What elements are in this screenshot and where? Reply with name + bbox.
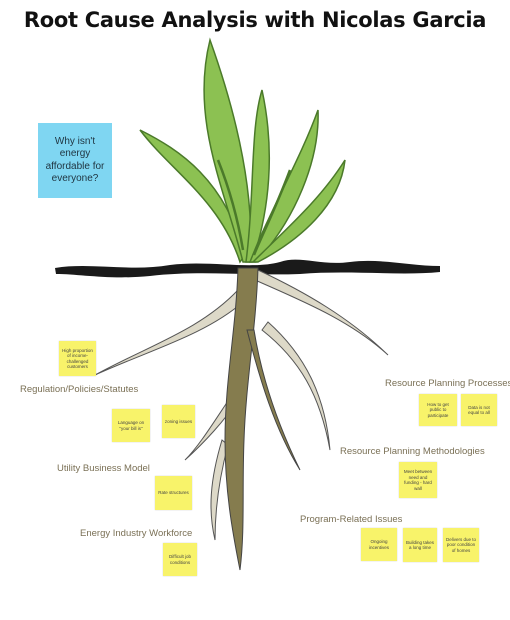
- sticky-note[interactable]: Building takes a long time: [403, 528, 437, 562]
- main-root: [225, 268, 300, 570]
- category-resource-processes: Resource Planning Processes: [385, 378, 510, 389]
- sticky-note[interactable]: Rate structures: [155, 476, 192, 510]
- category-regulation: Regulation/Policies/Statutes: [20, 384, 138, 395]
- sticky-note[interactable]: zoning issues: [162, 405, 195, 438]
- sticky-note[interactable]: Language on "your bill is": [112, 409, 150, 442]
- sticky-note[interactable]: Ongoing incentives: [361, 528, 397, 561]
- sticky-note[interactable]: Difficult job conditions: [163, 543, 197, 576]
- sticky-note[interactable]: Delivers due to poor condition of homes: [443, 528, 479, 562]
- category-resource-methodologies: Resource Planning Methodologies: [340, 446, 485, 457]
- plant-leaves: [140, 40, 345, 262]
- sticky-note[interactable]: Meet between need and funding - hard wal…: [399, 462, 437, 498]
- category-workforce: Energy Industry Workforce: [80, 528, 192, 539]
- page-title: Root Cause Analysis with Nicolas Garcia: [0, 8, 510, 32]
- category-program: Program-Related Issues: [300, 514, 402, 525]
- sticky-note[interactable]: How to get public to participate: [419, 394, 457, 426]
- sticky-note[interactable]: Data is not equal to all: [461, 394, 497, 426]
- question-card: Why isn't energy affordable for everyone…: [38, 123, 112, 198]
- category-utility: Utility Business Model: [57, 463, 150, 474]
- sticky-note[interactable]: High proportion of income-challenged cus…: [59, 341, 96, 376]
